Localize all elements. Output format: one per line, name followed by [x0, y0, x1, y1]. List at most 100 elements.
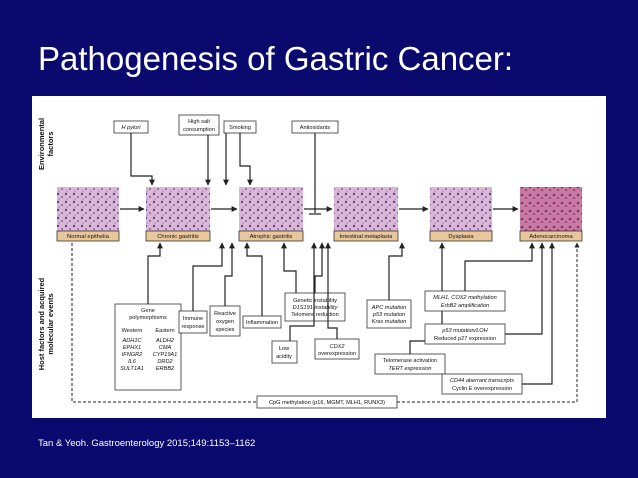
- mlh1-cox2-box: MLH1, COX2 methylation ErbB2 amplificati…: [424, 290, 506, 312]
- svg-text:CMA: CMA: [159, 345, 172, 351]
- arrow-gene-poly: [147, 242, 163, 304]
- p53-box: p53 mutation/LOH Reduced p27 expression: [424, 323, 506, 345]
- apc-mutation-box: APC mutation p53 mutation Kras mutation: [366, 299, 412, 329]
- svg-text:Reactive: Reactive: [214, 311, 236, 317]
- stage-label-chronic: Chronic gastritis: [157, 234, 199, 240]
- arrow-mlh1: [464, 242, 535, 291]
- svg-text:DRD2: DRD2: [157, 359, 173, 365]
- svg-text:Low: Low: [279, 346, 290, 352]
- cdx2-box: CDX2 overexpression: [314, 338, 360, 360]
- svg-text:D1S191 instability: D1S191 instability: [293, 305, 339, 311]
- arrow-cd44: [522, 242, 555, 385]
- svg-text:IL6: IL6: [128, 359, 137, 365]
- genetic-instability-box: Genetic instability D1S191 instability T…: [284, 292, 346, 322]
- cpg-dashed-right: [397, 242, 580, 403]
- atrophic-gastritis-image: [239, 187, 303, 231]
- svg-text:polymorphisms: polymorphisms: [129, 315, 167, 321]
- arrow-apc: [388, 242, 405, 300]
- svg-text:ADH1C: ADH1C: [122, 338, 143, 344]
- svg-text:IFNGR2: IFNGR2: [122, 352, 143, 358]
- gene-polymorphisms-box: Gene polymorphisms Western Eastern ADH1C…: [114, 303, 182, 391]
- env-antioxidants: Antioxidants: [291, 120, 339, 134]
- svg-text:ALDH2: ALDH2: [155, 338, 175, 344]
- arrow-immune: [192, 242, 225, 311]
- svg-text:Gene: Gene: [141, 308, 155, 314]
- svg-text:ERBB2: ERBB2: [156, 366, 175, 372]
- arrow-inflammation: [244, 242, 263, 316]
- adenocarcinoma-image: [520, 187, 582, 231]
- figure-panel: Environmental factors Host factors and a…: [32, 96, 606, 418]
- svg-text:Telomere reduction: Telomere reduction: [291, 312, 339, 318]
- stage-label-adeno: Adenocarcinoma: [529, 234, 573, 240]
- svg-text:CYP19A1: CYP19A1: [153, 352, 178, 358]
- svg-text:Antioxidants: Antioxidants: [300, 125, 331, 131]
- svg-text:SULT1A1: SULT1A1: [120, 366, 144, 372]
- svg-text:Telomerase activation: Telomerase activation: [383, 358, 437, 364]
- svg-text:EPHX1: EPHX1: [123, 345, 141, 351]
- svg-text:CDX2: CDX2: [330, 344, 346, 350]
- stage-adeno: Adenocarcinoma: [519, 187, 583, 242]
- svg-text:p53 mutation/LOH: p53 mutation/LOH: [441, 328, 488, 334]
- svg-text:CpG methylation (p16, MGMT, ML: CpG methylation (p16, MGMT, MLH1, RUNX3): [269, 400, 385, 406]
- stage-label-dysplasia: Dysplasia: [448, 234, 474, 240]
- env-smoking: Smoking: [223, 120, 257, 134]
- svg-text:acidity: acidity: [276, 354, 292, 360]
- dysplasia-image: [430, 187, 492, 231]
- svg-text:TERT expression: TERT expression: [388, 366, 431, 372]
- environmental-factors-label: Environmental: [37, 118, 46, 170]
- arrow-cdx2: [325, 242, 338, 339]
- svg-text:Western: Western: [122, 328, 143, 334]
- svg-text:MLH1, COX2 methylation: MLH1, COX2 methylation: [433, 295, 496, 301]
- arrow-smoking-2: [239, 133, 253, 186]
- svg-text:Smoking: Smoking: [229, 125, 251, 131]
- svg-text:response: response: [181, 324, 204, 330]
- svg-text:Kras mutation: Kras mutation: [372, 319, 407, 325]
- cpg-methylation-box: CpG methylation (p16, MGMT, MLH1, RUNX3): [256, 395, 398, 409]
- stage-label-atrophic: Atrophic gastritis: [250, 234, 293, 240]
- arrow-ros: [224, 242, 235, 306]
- stage-metaplasia: Intestinal metaplasia: [333, 187, 399, 242]
- slide-title: Pathogenesis of Gastric Cancer:: [38, 40, 514, 77]
- svg-text:Cyclin E overexpression: Cyclin E overexpression: [452, 386, 512, 392]
- env-h-pylori: H pylori: [113, 120, 149, 134]
- svg-text:Inflammation: Inflammation: [246, 320, 278, 326]
- arrow-hpylori: [130, 133, 155, 186]
- svg-text:overexpression: overexpression: [318, 351, 356, 357]
- intestinal-metaplasia-image: [334, 187, 398, 231]
- svg-text:Immune: Immune: [183, 316, 203, 322]
- citation: Tan & Yeoh. Gastroenterology 2015;149:11…: [38, 438, 256, 449]
- arrow-genetic-2: [314, 242, 325, 293]
- arrow-genetic: [281, 242, 297, 293]
- normal-epithelia-image: [57, 187, 119, 231]
- svg-text:p53 mutation: p53 mutation: [372, 312, 405, 318]
- stage-normal: Normal epithelia: [56, 187, 120, 242]
- immune-response-box: Immune response: [178, 310, 208, 334]
- stage-label-metaplasia: Intestinal metaplasia: [340, 234, 394, 240]
- inflammation-box: Inflammation: [242, 315, 282, 329]
- stage-label-normal: Normal epithelia: [67, 234, 110, 240]
- svg-text:ErbB2 amplification: ErbB2 amplification: [441, 303, 489, 309]
- svg-text:Reduced p27 expression: Reduced p27 expression: [434, 336, 496, 342]
- cd44-box: CD44 aberrant transcripts Cyclin E overe…: [441, 373, 523, 395]
- pathogenesis-diagram: Environmental factors Host factors and a…: [37, 114, 583, 409]
- env-high-salt: High salt consumption: [178, 114, 220, 136]
- svg-text:oxygen: oxygen: [216, 319, 234, 325]
- host-factors-label-2: molecular events: [46, 293, 55, 354]
- chronic-gastritis-image: [146, 187, 210, 231]
- reactive-oxygen-box: Reactive oxygen species: [209, 305, 241, 337]
- svg-text:High salt: High salt: [188, 119, 210, 125]
- svg-text:APC mutation: APC mutation: [371, 305, 407, 311]
- svg-text:H pylori: H pylori: [122, 125, 142, 131]
- svg-text:species: species: [216, 327, 235, 333]
- svg-text:CD44 aberrant transcripts: CD44 aberrant transcripts: [450, 378, 514, 384]
- stage-chronic: Chronic gastritis: [145, 187, 211, 242]
- environmental-factors-label-2: factors: [46, 131, 55, 156]
- svg-text:Genetic instability: Genetic instability: [293, 298, 337, 304]
- low-acidity-box: Low acidity: [271, 340, 298, 364]
- telomerase-box: Telomerase activation TERT expression: [374, 353, 446, 375]
- stage-dysplasia: Dysplasia: [429, 187, 493, 242]
- cpg-dashed-left: [71, 243, 257, 403]
- arrow-low-acidity: [289, 242, 317, 341]
- svg-text:consumption: consumption: [183, 127, 215, 133]
- stage-atrophic: Atrophic gastritis: [238, 187, 304, 242]
